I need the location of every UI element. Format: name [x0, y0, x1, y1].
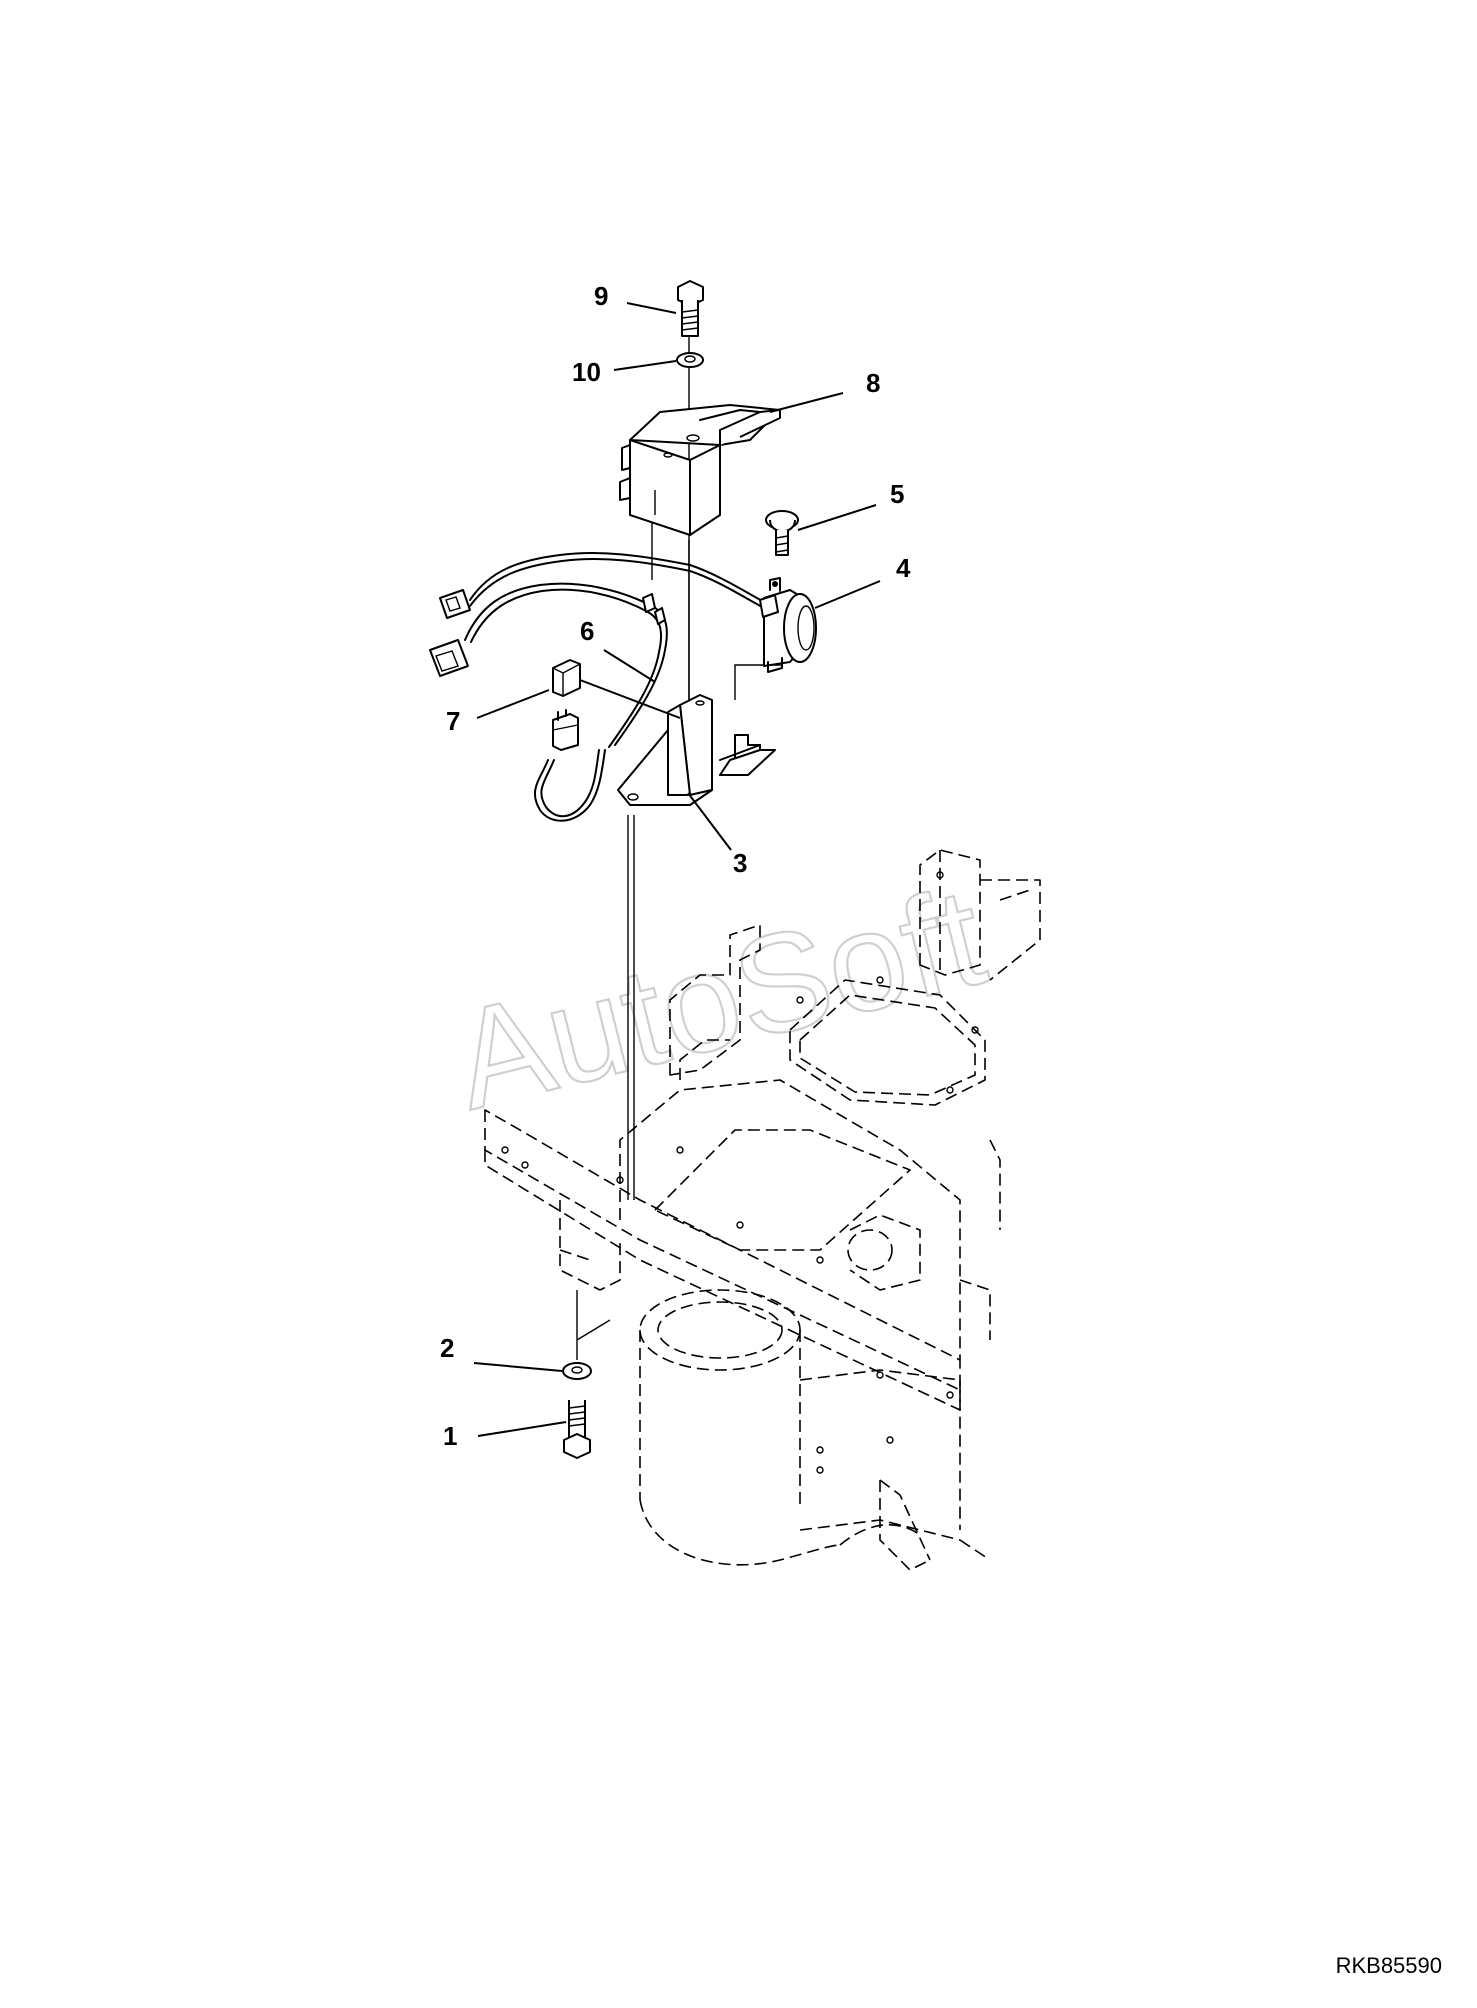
callout-6: 6 [580, 616, 594, 646]
part-4-horn [763, 577, 817, 673]
callout-9: 9 [594, 281, 608, 311]
callout-4: 4 [896, 553, 911, 583]
part-6-harness [429, 552, 779, 822]
callout-5: 5 [890, 479, 904, 509]
drawing-code: RKB85590 [1336, 1953, 1442, 1978]
callouts: 9 10 8 5 4 6 7 3 2 1 [440, 281, 911, 1451]
frame-holes [501, 871, 979, 1474]
callout-3: 3 [733, 848, 747, 878]
part-8-cover [619, 404, 781, 536]
callout-7: 7 [446, 706, 460, 736]
part-5-clip [765, 510, 799, 556]
leader-lines [473, 302, 881, 1437]
part-9-bolt [677, 280, 704, 337]
part-1-bolt [563, 1400, 591, 1459]
part-7-relay [552, 659, 581, 751]
part-3-bracket [617, 694, 776, 806]
part-10-washer [676, 352, 704, 368]
watermark: AutoSoft [438, 856, 999, 1140]
callout-1: 1 [443, 1421, 457, 1451]
callout-2: 2 [440, 1333, 454, 1363]
part-2-washer [562, 1362, 592, 1380]
callout-10: 10 [572, 357, 601, 387]
watermark-text: AutoSoft [439, 857, 998, 1139]
callout-8: 8 [866, 368, 880, 398]
chassis-frame [484, 849, 1041, 1571]
